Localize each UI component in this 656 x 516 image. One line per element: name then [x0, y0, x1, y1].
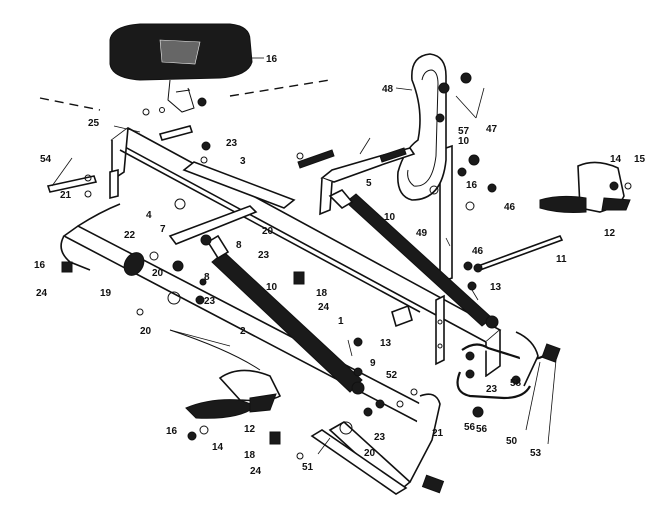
callout-22: 22 [124, 230, 136, 241]
callout-23: 23 [226, 138, 238, 149]
callout-16: 16 [166, 426, 178, 437]
callout-14: 14 [610, 154, 622, 165]
callout-23: 23 [374, 432, 386, 443]
leader-lines [51, 57, 557, 455]
callout-1: 1 [338, 316, 344, 327]
callout-51: 51 [302, 462, 314, 473]
callout-23: 23 [258, 250, 270, 261]
callout-7: 7 [160, 224, 166, 235]
callout-labels: 16 25 23 3 54 21 4 7 8 20 23 22 20 8 23 … [34, 54, 646, 477]
callout-18: 18 [244, 450, 256, 461]
callout-12: 12 [604, 228, 616, 239]
callout-58: 58 [510, 378, 522, 389]
callout-56: 56 [476, 424, 488, 435]
callout-20: 20 [140, 326, 152, 337]
callout-15: 15 [634, 154, 646, 165]
callout-3: 3 [240, 156, 246, 167]
callout-10: 10 [458, 136, 470, 147]
callout-9: 9 [370, 358, 376, 369]
callout-19: 19 [100, 288, 112, 299]
callout-16: 16 [466, 180, 478, 191]
callout-10: 10 [384, 212, 396, 223]
callout-52: 52 [386, 370, 398, 381]
callout-2: 2 [240, 326, 246, 337]
callout-20: 20 [152, 268, 164, 279]
callout-4: 4 [146, 210, 152, 221]
callout-5: 5 [366, 178, 372, 189]
callout-24: 24 [36, 288, 48, 299]
callout-20: 20 [262, 226, 274, 237]
callout-10: 10 [266, 282, 278, 293]
rails [46, 125, 564, 495]
callout-21: 21 [60, 190, 72, 201]
callout-46: 46 [472, 246, 484, 257]
callout-50: 50 [506, 436, 518, 447]
backrest-tube [396, 53, 447, 201]
callout-48: 48 [382, 84, 394, 95]
reference-dashed-line [39, 79, 331, 111]
callout-21: 21 [432, 428, 444, 439]
callout-24: 24 [318, 302, 330, 313]
foot-pedals [185, 161, 631, 419]
vertical-post [435, 144, 453, 366]
callout-12: 12 [244, 424, 256, 435]
callout-16: 16 [266, 54, 278, 65]
callout-16: 16 [34, 260, 46, 271]
callout-46: 46 [504, 202, 516, 213]
callout-56: 56 [464, 422, 476, 433]
callout-11: 11 [556, 254, 567, 265]
callout-25: 25 [88, 118, 100, 129]
callout-23: 23 [204, 296, 216, 307]
callout-8: 8 [204, 272, 210, 283]
callout-57: 57 [458, 126, 470, 137]
callout-23: 23 [486, 384, 498, 395]
callout-53: 53 [530, 448, 542, 459]
callout-20: 20 [364, 448, 376, 459]
seat-cushion [109, 23, 253, 113]
callout-13: 13 [490, 282, 502, 293]
callout-14: 14 [212, 442, 224, 453]
callout-47: 47 [486, 124, 498, 135]
callout-8: 8 [236, 240, 242, 251]
callout-13: 13 [380, 338, 392, 349]
callout-49: 49 [416, 228, 428, 239]
callout-54: 54 [40, 154, 52, 165]
callout-24: 24 [250, 466, 262, 477]
callout-18: 18 [316, 288, 328, 299]
hardware [61, 72, 632, 494]
